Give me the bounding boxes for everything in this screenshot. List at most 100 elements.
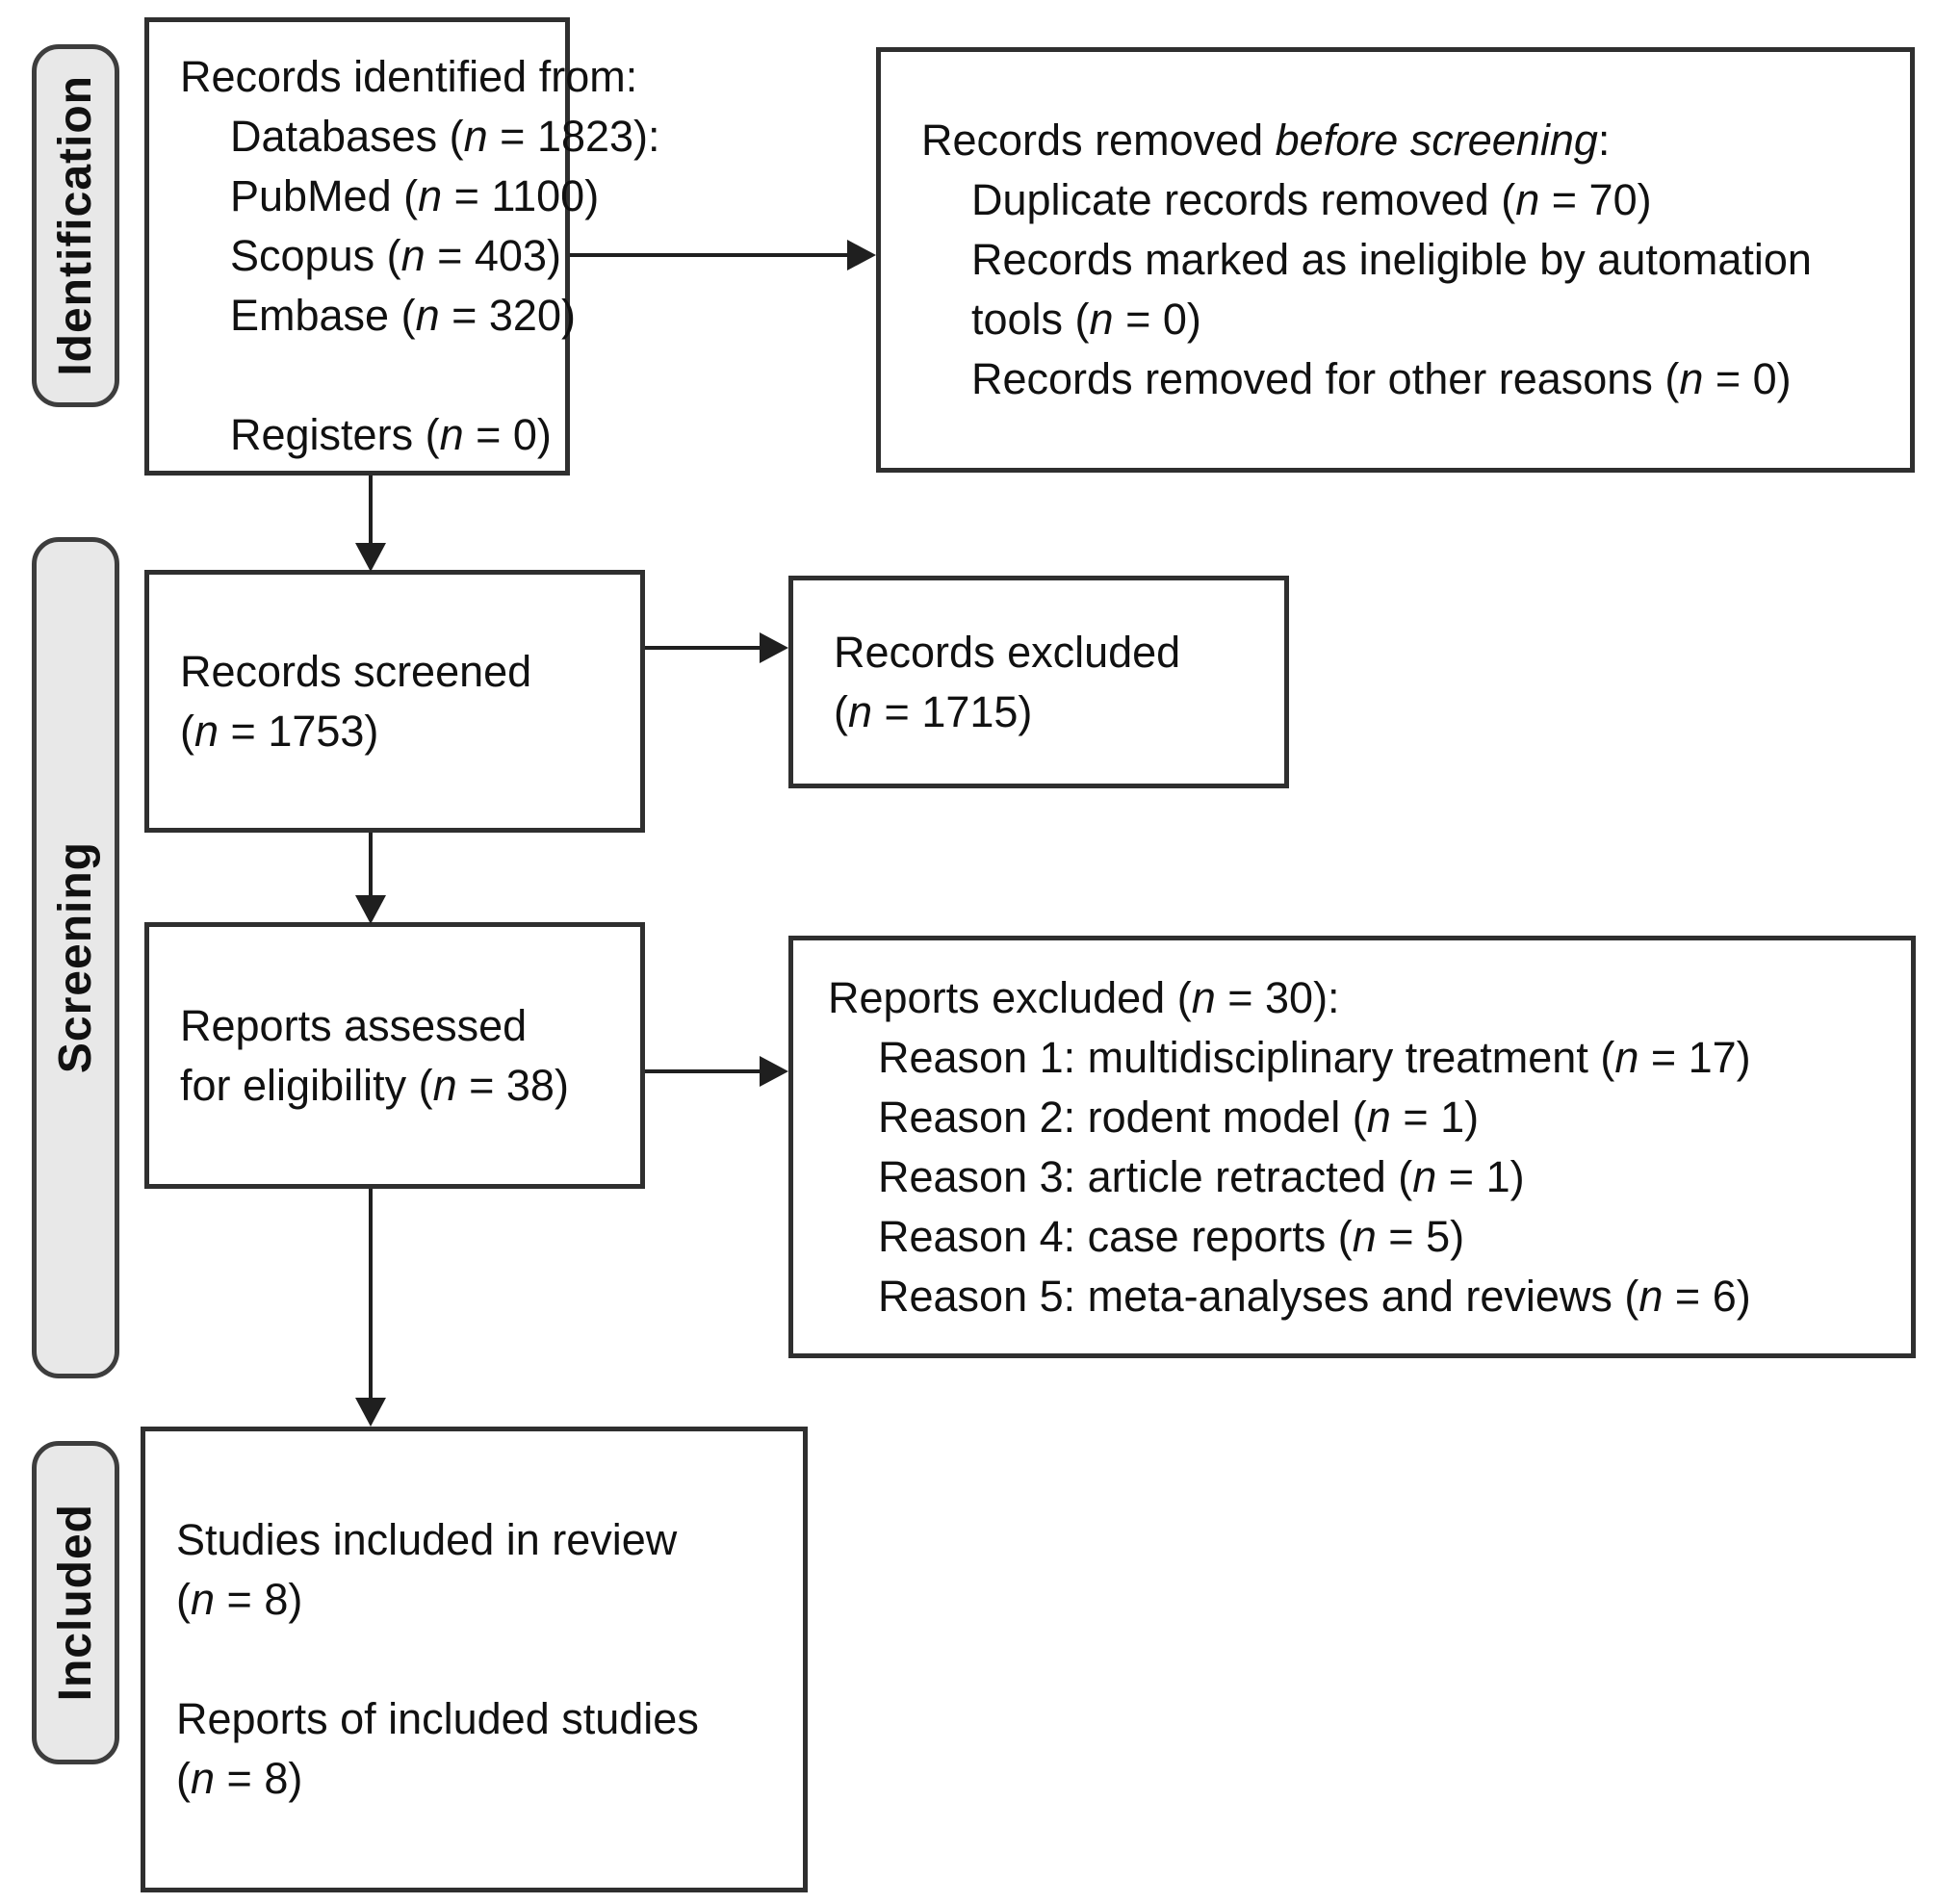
text-segment: = 1753) xyxy=(219,706,379,756)
italic-text-segment: n xyxy=(191,1575,216,1624)
text-segment: Records marked as ineligible by automati… xyxy=(971,235,1812,284)
text-line: Registers (n = 0) xyxy=(180,405,552,465)
text-segment: Databases ( xyxy=(230,112,464,161)
stage-label-screening: Screening xyxy=(32,537,119,1378)
text-segment: = 5) xyxy=(1376,1211,1465,1261)
text-line: Scopus (n = 403) xyxy=(180,226,561,286)
arrowhead-right-icon xyxy=(847,240,876,270)
text-segment: Reports of included studies xyxy=(176,1694,699,1743)
text-segment: Duplicate records removed ( xyxy=(971,175,1516,224)
stage-label-included: Included xyxy=(32,1441,119,1764)
italic-text-segment: n xyxy=(1679,354,1704,403)
text-line: tools (n = 0) xyxy=(921,290,1910,349)
text-segment: ( xyxy=(176,1754,191,1803)
text-line: Embase (n = 320) xyxy=(180,286,576,346)
text-segment: Reason 3: article retracted ( xyxy=(878,1151,1413,1201)
box-records-screened: Records screened(n = 1753) xyxy=(144,570,645,833)
box-studies-included-lines: Studies included in review(n = 8) Report… xyxy=(176,1510,803,1809)
text-segment: = 6) xyxy=(1663,1271,1751,1321)
text-segment: = 0) xyxy=(1703,354,1792,403)
text-line: Reason 5: meta-analyses and reviews (n =… xyxy=(828,1267,1911,1326)
text-segment: Reason 4: case reports ( xyxy=(878,1211,1353,1261)
text-segment: = 8) xyxy=(215,1575,303,1624)
italic-text-segment: n xyxy=(1366,1092,1391,1142)
italic-text-segment: n xyxy=(1638,1271,1664,1321)
text-segment: Reason 1: multidisciplinary treatment ( xyxy=(878,1032,1615,1082)
box-records-removed: Records removed before screening:Duplica… xyxy=(876,47,1915,473)
text-segment: Reason 2: rodent model ( xyxy=(878,1092,1367,1142)
box-records-identified: Records identified from:Databases (n = 1… xyxy=(144,17,660,476)
text-segment: Records removed xyxy=(921,116,1276,165)
italic-text-segment: n xyxy=(848,686,873,736)
text-segment: : xyxy=(1597,116,1611,165)
text-segment: = 1823): xyxy=(487,112,660,161)
text-segment: = 320) xyxy=(439,291,576,340)
text-segment: = 38) xyxy=(456,1060,569,1110)
text-line: Records excluded xyxy=(834,623,1284,682)
text-line: Records identified from: xyxy=(180,47,637,107)
box-reports-assessed: Reports assessed for eligibility (n = 38) xyxy=(144,922,645,1189)
text-line: Reason 3: article retracted (n = 1) xyxy=(828,1147,1911,1207)
box-reports-assessed-lines: Reports assessed for eligibility (n = 38) xyxy=(180,996,640,1116)
text-segment: Records excluded xyxy=(834,627,1181,677)
arrowhead-down-icon xyxy=(355,895,386,924)
box-records-screened-lines: Records screened(n = 1753) xyxy=(180,642,640,761)
box-studies-included: Studies included in review(n = 8) Report… xyxy=(141,1427,808,1892)
text-segment: Reports assessed xyxy=(180,1000,528,1050)
text-segment: ( xyxy=(834,686,848,736)
text-line: PubMed (n = 1100) xyxy=(180,167,599,226)
text-segment: for eligibility ( xyxy=(180,1060,433,1110)
arrow-screened-to-assessed-shaft xyxy=(369,833,373,897)
text-segment: = 30): xyxy=(1215,972,1340,1022)
italic-text-segment: n xyxy=(1089,295,1114,344)
text-segment: Records identified from: xyxy=(180,52,638,101)
text-segment: Embase ( xyxy=(230,291,416,340)
stage-label-included-text: Included xyxy=(50,1504,101,1702)
italic-text-segment: n xyxy=(1515,175,1540,224)
text-segment: Scopus ( xyxy=(230,231,401,280)
text-line: Reports of included studies xyxy=(176,1689,803,1749)
arrowhead-down-icon xyxy=(355,1398,386,1427)
text-line: Records screened xyxy=(180,642,640,702)
italic-text-segment: n xyxy=(194,706,219,756)
italic-text-segment: n xyxy=(191,1754,216,1803)
text-line: Reports excluded (n = 30): xyxy=(828,968,1911,1028)
text-segment: Records removed for other reasons ( xyxy=(971,354,1680,403)
text-line xyxy=(180,346,552,405)
italic-text-segment: n xyxy=(463,112,488,161)
arrowhead-down-icon xyxy=(355,543,386,572)
text-segment: PubMed ( xyxy=(230,171,419,220)
text-segment: = 0) xyxy=(1113,295,1201,344)
text-line: Duplicate records removed (n = 70) xyxy=(921,170,1910,230)
italic-text-segment: n xyxy=(1614,1032,1639,1082)
box-reports-excluded-lines: Reports excluded (n = 30):Reason 1: mult… xyxy=(828,968,1911,1326)
text-segment: = 17) xyxy=(1638,1032,1751,1082)
text-segment: Registers ( xyxy=(230,410,440,459)
italic-text-segment: n xyxy=(418,171,443,220)
text-line: Records removed before screening: xyxy=(921,111,1910,170)
text-line: Reason 1: multidisciplinary treatment (n… xyxy=(828,1028,1911,1088)
box-reports-excluded: Reports excluded (n = 30):Reason 1: mult… xyxy=(788,936,1916,1358)
text-segment: = 8) xyxy=(215,1754,303,1803)
text-segment: Reason 5: meta-analyses and reviews ( xyxy=(878,1271,1639,1321)
text-segment: Records screened xyxy=(180,646,532,696)
italic-text-segment: n xyxy=(1191,972,1216,1022)
text-segment: = 1) xyxy=(1436,1151,1525,1201)
text-segment: = 70) xyxy=(1539,175,1652,224)
arrow-assessed-to-reports-excluded-shaft xyxy=(645,1069,761,1073)
text-line: for eligibility (n = 38) xyxy=(180,1056,640,1116)
italic-text-segment: n xyxy=(415,291,440,340)
text-segment: = 403) xyxy=(425,231,561,280)
italic-text-segment: before screening xyxy=(1275,116,1598,165)
text-line: Records marked as ineligible by automati… xyxy=(921,230,1910,290)
box-records-identified-lines: Records identified from:Databases (n = 1… xyxy=(180,47,660,465)
arrow-assessed-to-included-shaft xyxy=(369,1189,373,1400)
text-segment: Reports excluded ( xyxy=(828,972,1192,1022)
italic-text-segment: n xyxy=(432,1060,457,1110)
arrow-identified-to-screened-shaft xyxy=(369,476,373,545)
stage-label-screening-text: Screening xyxy=(50,841,101,1074)
arrowhead-right-icon xyxy=(760,1056,788,1087)
stage-label-identification: Identification xyxy=(32,44,119,407)
arrowhead-right-icon xyxy=(760,632,788,663)
